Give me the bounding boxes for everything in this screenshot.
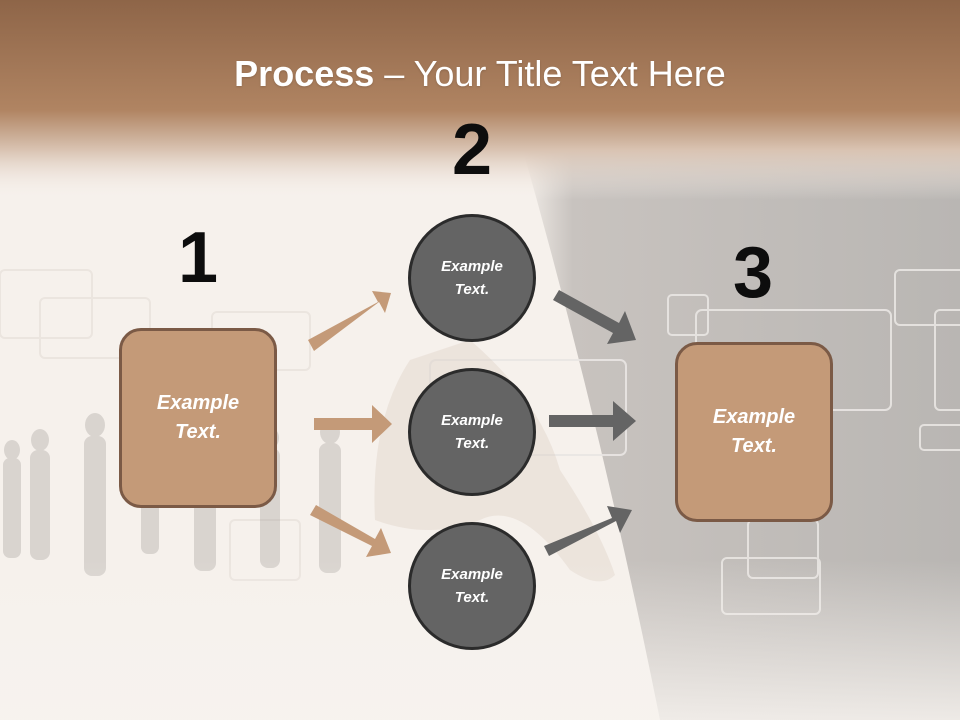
step-1-box: Example Text. <box>119 328 277 508</box>
arrow-circle1-to-box3 <box>553 290 636 344</box>
step-number-1: 1 <box>177 218 219 298</box>
circle-1-text-line1: Example <box>441 258 503 275</box>
circle-1-text-line2: Text. <box>454 281 490 298</box>
step-3-text-line2: Text. <box>731 435 777 457</box>
arrow-circle3-to-box3 <box>544 506 632 556</box>
circle-2-text: Example Text. <box>422 409 522 455</box>
arrow-box1-to-circle3 <box>310 505 391 557</box>
step-1-text-line1: Example <box>156 392 240 414</box>
title-rest: Your Title Text Here <box>413 53 726 94</box>
title-dash: – <box>374 53 414 94</box>
step-3-text-line1: Example <box>712 406 796 428</box>
step-1-text: Example Text. <box>133 389 263 447</box>
arrow-box1-to-circle1 <box>308 291 391 351</box>
circle-2-text-line1: Example <box>441 412 503 429</box>
title-bold: Process <box>234 53 375 94</box>
step-number-2: 2 <box>451 110 493 190</box>
circle-2-text-line2: Text. <box>454 435 490 452</box>
circle-1-text: Example Text. <box>422 255 522 301</box>
circle-3-text: Example Text. <box>422 563 522 609</box>
circle-2: Example Text. <box>408 368 536 496</box>
circle-3: Example Text. <box>408 522 536 650</box>
step-number-3: 3 <box>732 233 774 313</box>
arrow-circle2-to-box3 <box>549 401 636 441</box>
circle-1: Example Text. <box>408 214 536 342</box>
slide-title: Process – Your Title Text Here <box>0 52 960 96</box>
step-3-box: Example Text. <box>675 342 833 522</box>
circle-3-text-line2: Text. <box>454 589 490 606</box>
step-3-text: Example Text. <box>689 403 819 461</box>
step-1-text-line2: Text. <box>175 421 221 443</box>
circle-3-text-line1: Example <box>441 566 503 583</box>
arrow-box1-to-circle2 <box>314 405 392 443</box>
